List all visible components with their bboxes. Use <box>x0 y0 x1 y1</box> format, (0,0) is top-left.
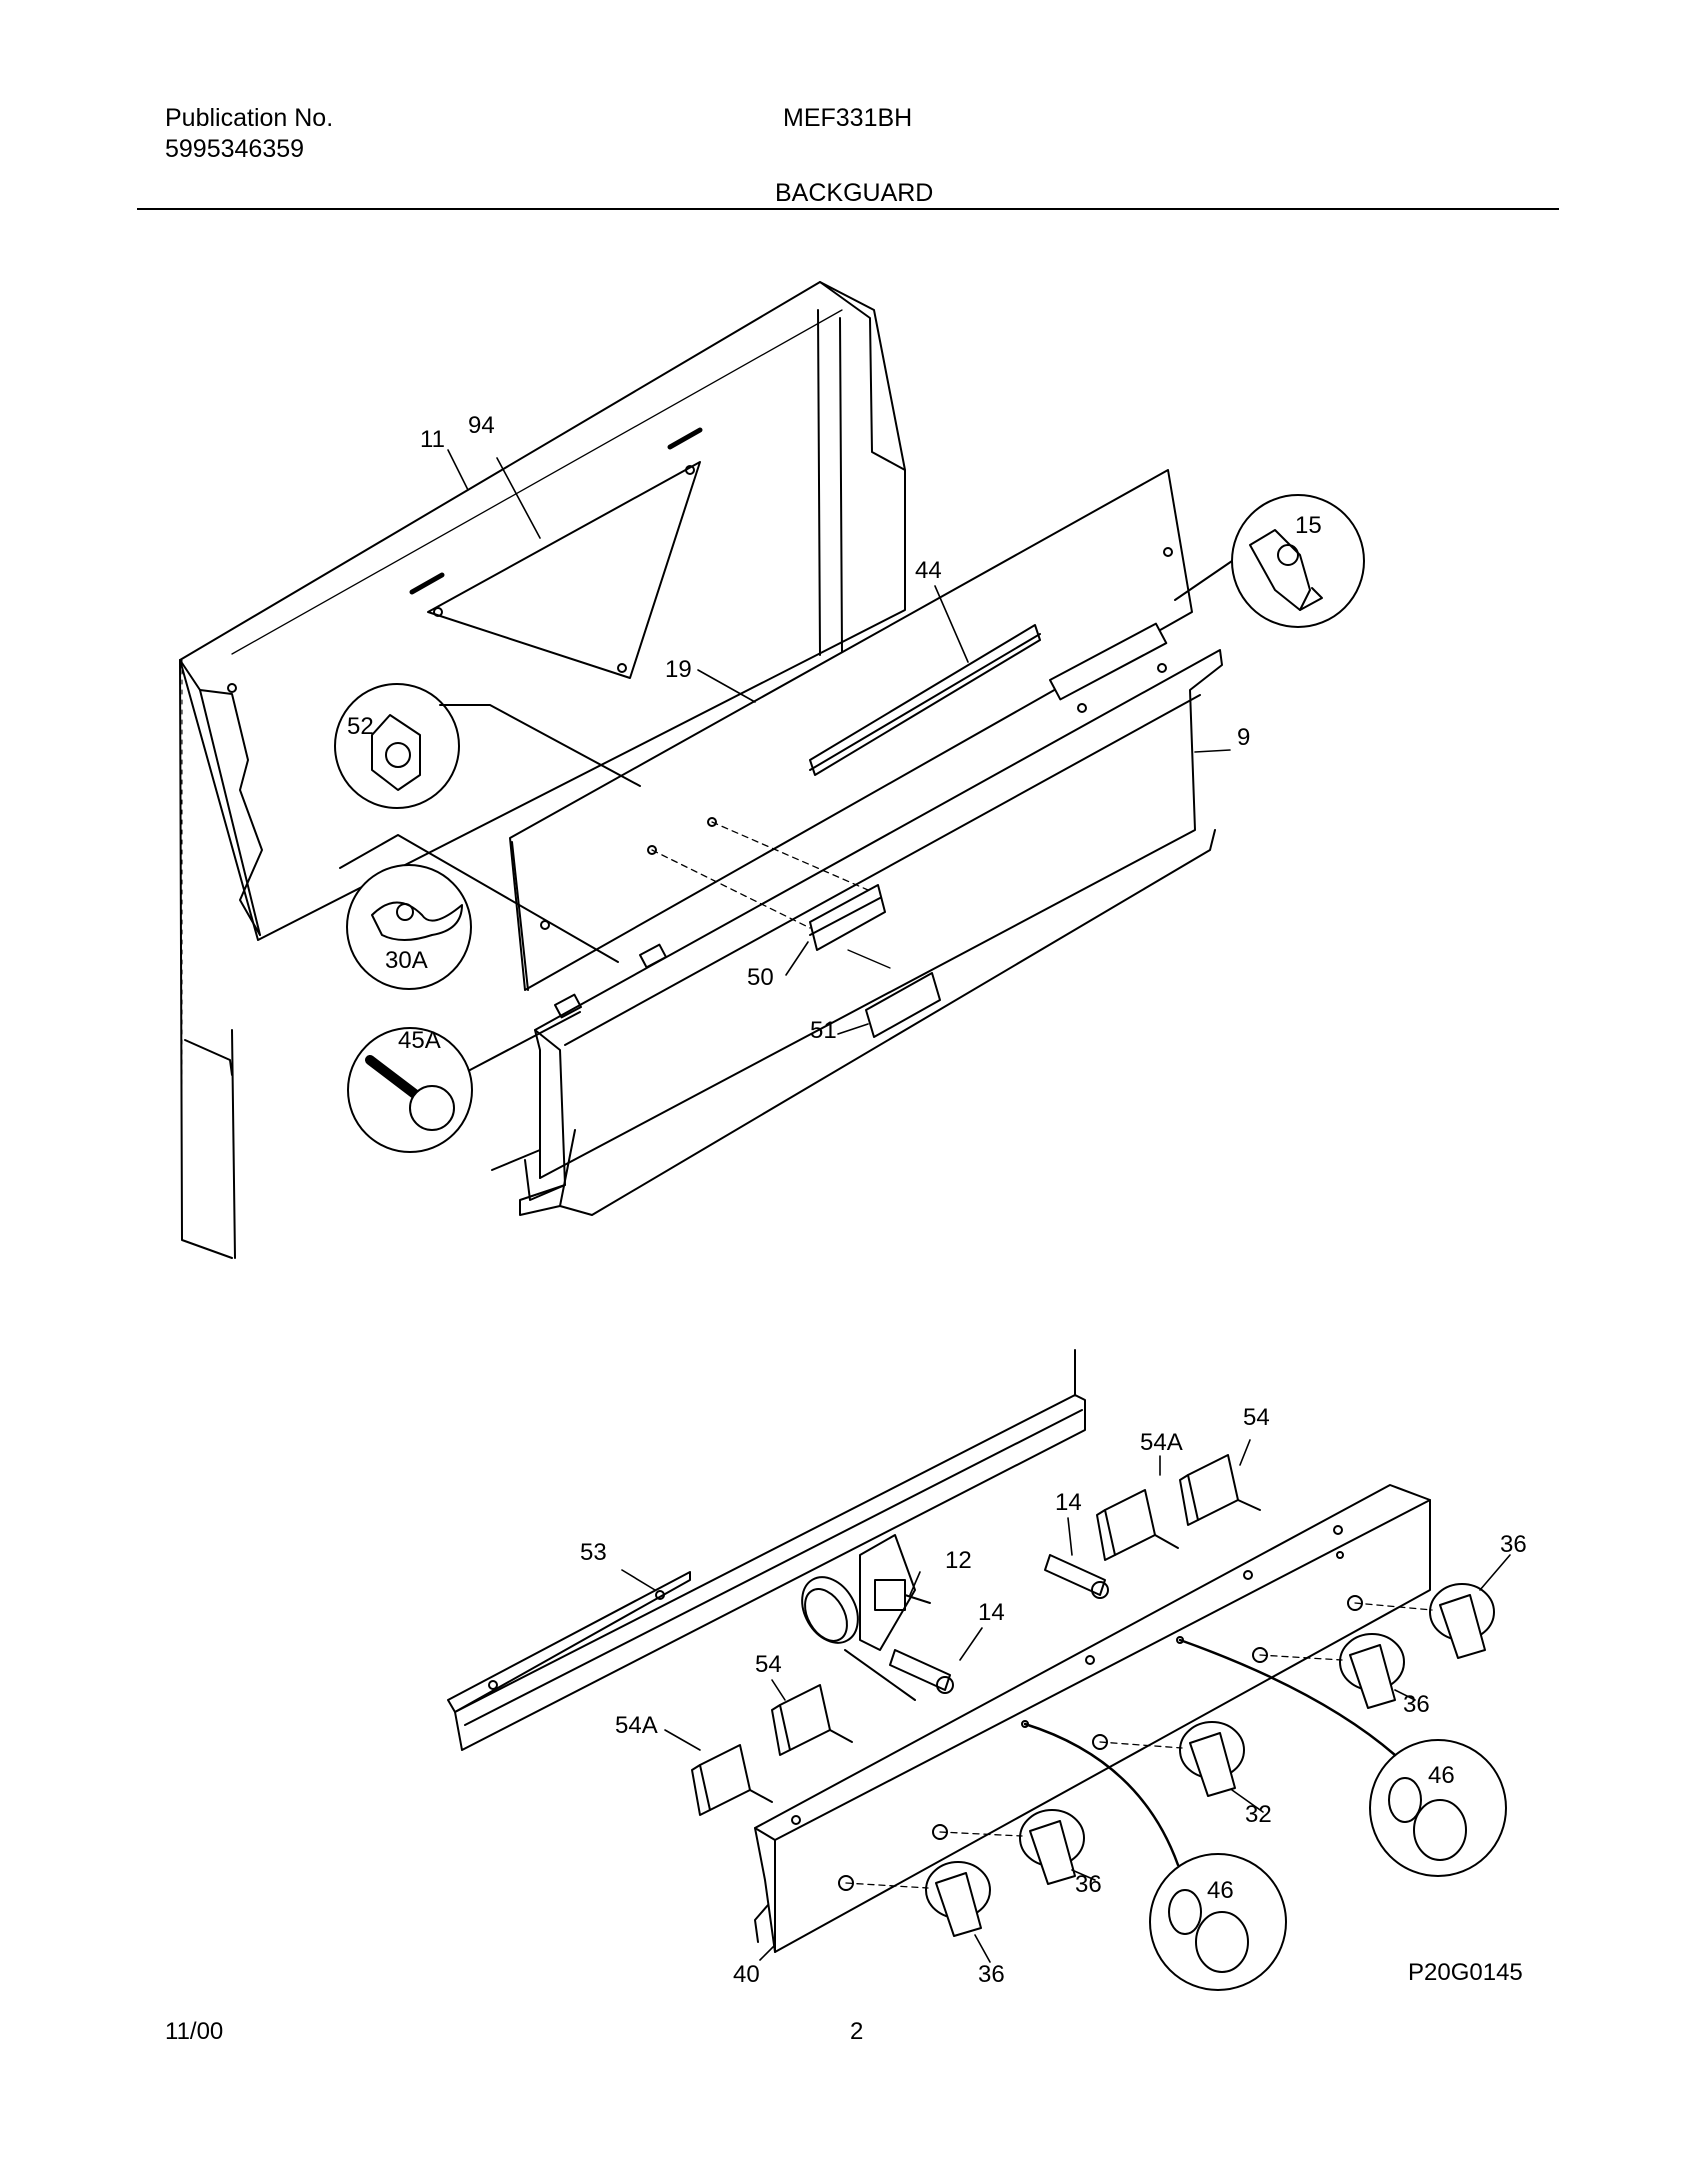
publication-number: 5995346359 <box>165 135 305 163</box>
callout-19: 19 <box>665 656 692 683</box>
callout-14-right: 14 <box>1055 1489 1082 1516</box>
badge-parts <box>651 821 941 1038</box>
callout-36-lower: 36 <box>1075 1871 1102 1898</box>
callout-54A-left: 54A <box>615 1712 658 1739</box>
switch-block-54-left <box>771 1684 853 1756</box>
callout-54-right: 54 <box>1243 1404 1270 1431</box>
detail-circle-52 <box>334 683 460 809</box>
knob-36-bottom <box>845 1861 991 1937</box>
callout-51: 51 <box>810 1017 837 1044</box>
detail-circle-30A <box>346 864 472 990</box>
switch-block-54-right <box>1179 1454 1261 1526</box>
callout-9: 9 <box>1237 724 1250 751</box>
thermostat-12 <box>801 1534 931 1701</box>
lower-leader-lines <box>621 1439 1511 1963</box>
callout-50: 50 <box>747 964 774 991</box>
model-number: MEF331BH <box>783 104 913 132</box>
upper-trim-rail <box>454 1349 1086 1751</box>
detail-circle-15 <box>1231 494 1365 628</box>
switch-14-left <box>889 1649 954 1694</box>
callout-45A: 45A <box>398 1027 441 1054</box>
header-rule <box>137 208 1559 210</box>
switch-14-right <box>1044 1554 1109 1599</box>
page-number: 2 <box>850 2018 864 2045</box>
switch-block-54A-right <box>1096 1489 1179 1561</box>
knob-36-mid <box>1259 1633 1405 1709</box>
callout-32: 32 <box>1245 1801 1272 1828</box>
callout-12: 12 <box>945 1547 972 1574</box>
control-panel-40 <box>754 1484 1431 1953</box>
callout-11: 11 <box>420 426 445 453</box>
callout-40: 40 <box>733 1961 760 1988</box>
triangle-brace <box>427 461 701 679</box>
trim-strip <box>809 624 1041 776</box>
detail-circle-46-left <box>1149 1853 1287 1991</box>
detail-circle-46-right <box>1369 1739 1507 1877</box>
callout-52: 52 <box>347 713 374 740</box>
detail-circle-45A <box>347 1027 473 1153</box>
knob-36-far <box>1354 1583 1495 1659</box>
callout-15: 15 <box>1295 512 1322 539</box>
callout-36-bottom: 36 <box>978 1961 1005 1988</box>
callout-54A-right: 54A <box>1140 1429 1183 1456</box>
trim-strip-53 <box>447 1571 691 1713</box>
footer-date: 11/00 <box>165 2018 224 2045</box>
section-title: BACKGUARD <box>775 179 934 207</box>
callout-94: 94 <box>468 412 495 439</box>
figure-code: P20G0145 <box>1408 1959 1523 1986</box>
callout-46-right: 46 <box>1428 1762 1455 1789</box>
callout-14-left: 14 <box>978 1599 1005 1626</box>
callout-44: 44 <box>915 557 942 584</box>
callout-36-far: 36 <box>1500 1531 1527 1558</box>
callout-36-mid: 36 <box>1403 1691 1430 1718</box>
upper-leader-lines <box>447 449 1231 1035</box>
switch-block-54A-left <box>691 1744 773 1816</box>
callout-54-left: 54 <box>755 1651 782 1678</box>
callout-53: 53 <box>580 1539 607 1566</box>
callout-46-left: 46 <box>1207 1877 1234 1904</box>
left-side-panel <box>179 659 236 1259</box>
knob-32 <box>1099 1721 1245 1797</box>
callout-30A: 30A <box>385 947 428 974</box>
knob-36-lower <box>939 1809 1085 1885</box>
publication-label: Publication No. <box>165 104 334 132</box>
